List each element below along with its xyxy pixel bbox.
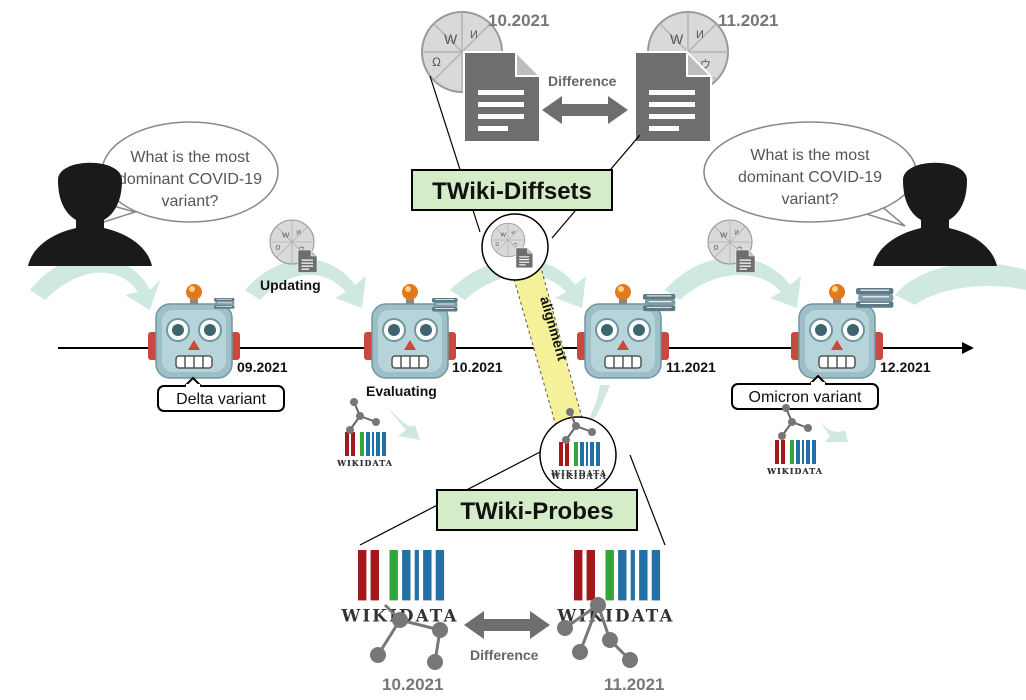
diffsets-title: TWiki-Diffsets bbox=[432, 178, 592, 205]
document-icon bbox=[634, 51, 712, 143]
svg-text:variant?: variant? bbox=[162, 193, 219, 210]
book-stack-icon bbox=[855, 287, 894, 309]
svg-text:Delta variant: Delta variant bbox=[176, 391, 266, 408]
timeline-date: 12.2021 bbox=[880, 359, 931, 375]
probes-title: TWiki-Probes bbox=[460, 498, 613, 525]
speech-bubble-right: What is the most dominant COVID-19 varia… bbox=[703, 121, 917, 227]
document-icon bbox=[463, 51, 541, 143]
svg-text:Omicron variant: Omicron variant bbox=[749, 389, 862, 406]
zoom-line bbox=[629, 454, 666, 546]
book-stack-icon bbox=[213, 297, 235, 310]
double-arrow-icon bbox=[464, 611, 550, 639]
book-stack-icon bbox=[431, 297, 458, 312]
speech-bubble-left: What is the most dominant COVID-19 varia… bbox=[84, 121, 279, 229]
timeline-date: 11.2021 bbox=[666, 359, 716, 375]
diffset-left-date: 10.2021 bbox=[488, 11, 549, 30]
document-icon bbox=[297, 249, 318, 273]
omicron-variant-label: Omicron variant bbox=[731, 374, 879, 410]
probe-left-date: 10.2021 bbox=[382, 675, 443, 694]
wikidata-label: WIKIDATA bbox=[550, 471, 607, 481]
probes-box bbox=[436, 489, 638, 531]
svg-text:What is the most: What is the most bbox=[750, 147, 870, 164]
book-stack-icon bbox=[642, 293, 676, 312]
double-arrow-icon bbox=[542, 96, 628, 124]
graph-nodes-icon bbox=[557, 597, 638, 668]
wikidata-label: WIKIDATA bbox=[336, 458, 393, 468]
graph-nodes-icon bbox=[370, 603, 448, 670]
wikidata-barcode-icon bbox=[556, 550, 675, 626]
delta-variant-label: Delta variant bbox=[157, 376, 285, 412]
wikidata-label: WIKIDATA bbox=[766, 466, 823, 476]
updating-label: Updating bbox=[260, 277, 321, 293]
svg-text:variant?: variant? bbox=[782, 191, 839, 208]
timeline-arrowhead bbox=[962, 342, 974, 354]
teal-flow-arrows bbox=[30, 256, 1026, 450]
evaluating-label: Evaluating bbox=[366, 383, 437, 399]
svg-text:dominant COVID-19: dominant COVID-19 bbox=[738, 169, 882, 186]
svg-text:dominant COVID-19: dominant COVID-19 bbox=[118, 171, 262, 188]
probe-right-date: 11.2021 bbox=[604, 675, 665, 694]
diffset-right-date: 11.2021 bbox=[718, 11, 779, 30]
document-icon bbox=[515, 247, 533, 269]
document-icon bbox=[735, 249, 756, 273]
timeline-date: 10.2021 bbox=[452, 359, 503, 375]
graph-nodes-icon bbox=[345, 397, 381, 435]
svg-text:What is the most: What is the most bbox=[130, 149, 250, 166]
probes-difference-label: Difference bbox=[470, 647, 539, 663]
diffset-difference-label: Difference bbox=[548, 73, 617, 89]
timeline-date: 09.2021 bbox=[237, 359, 288, 375]
diffsets-box bbox=[411, 169, 613, 211]
